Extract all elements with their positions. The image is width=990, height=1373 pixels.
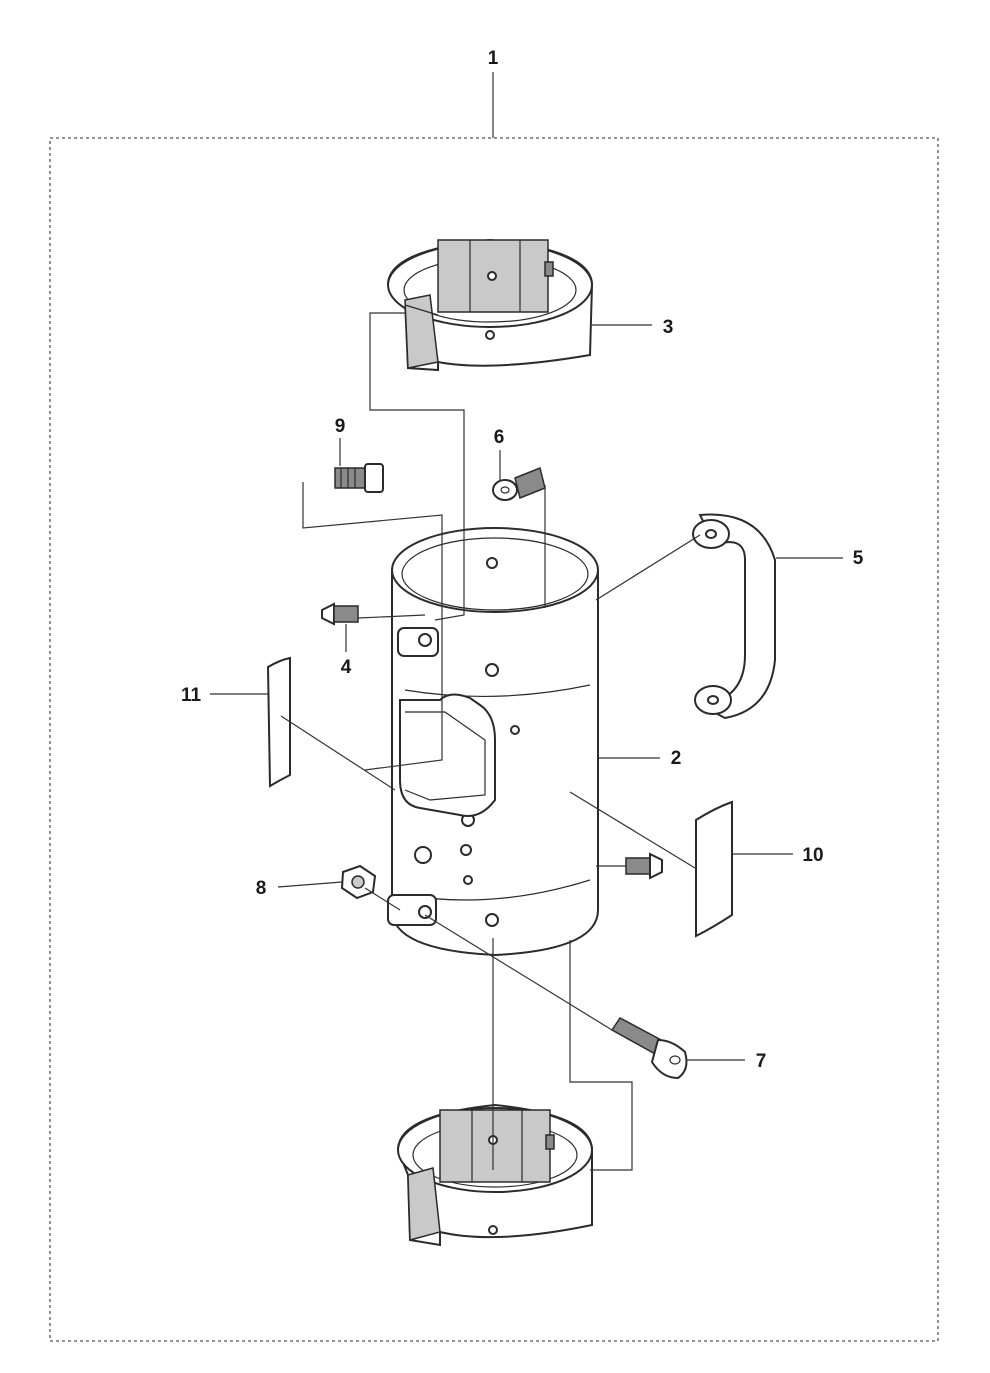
screw-9 <box>334 463 384 493</box>
callout-10: 10 <box>802 845 823 866</box>
callout-8-leader <box>277 881 343 888</box>
main-cylinder <box>387 527 599 957</box>
bottom-clamp-collar <box>396 1103 593 1247</box>
handle <box>692 513 776 720</box>
callout-5: 5 <box>853 548 864 569</box>
callout-7: 7 <box>756 1051 767 1072</box>
callout-6: 6 <box>494 427 505 448</box>
callout-9: 9 <box>335 416 346 437</box>
label-strip-10 <box>695 800 733 938</box>
callout-8: 8 <box>256 878 267 899</box>
screw-6 <box>492 466 546 501</box>
callout-4: 4 <box>341 657 352 678</box>
screw-4 <box>321 602 359 626</box>
callout-3: 3 <box>663 317 674 338</box>
callout-2: 2 <box>671 748 682 769</box>
assembly-frame <box>49 137 939 1342</box>
nut-8 <box>340 864 377 900</box>
bolt-7 <box>610 1017 688 1080</box>
callout-11: 11 <box>181 685 202 706</box>
screw-right <box>625 852 663 880</box>
assembly-lines <box>280 312 701 1171</box>
label-strip-11 <box>266 656 291 788</box>
callout-1: 1 <box>488 48 499 69</box>
top-clamp-collar <box>386 238 594 372</box>
